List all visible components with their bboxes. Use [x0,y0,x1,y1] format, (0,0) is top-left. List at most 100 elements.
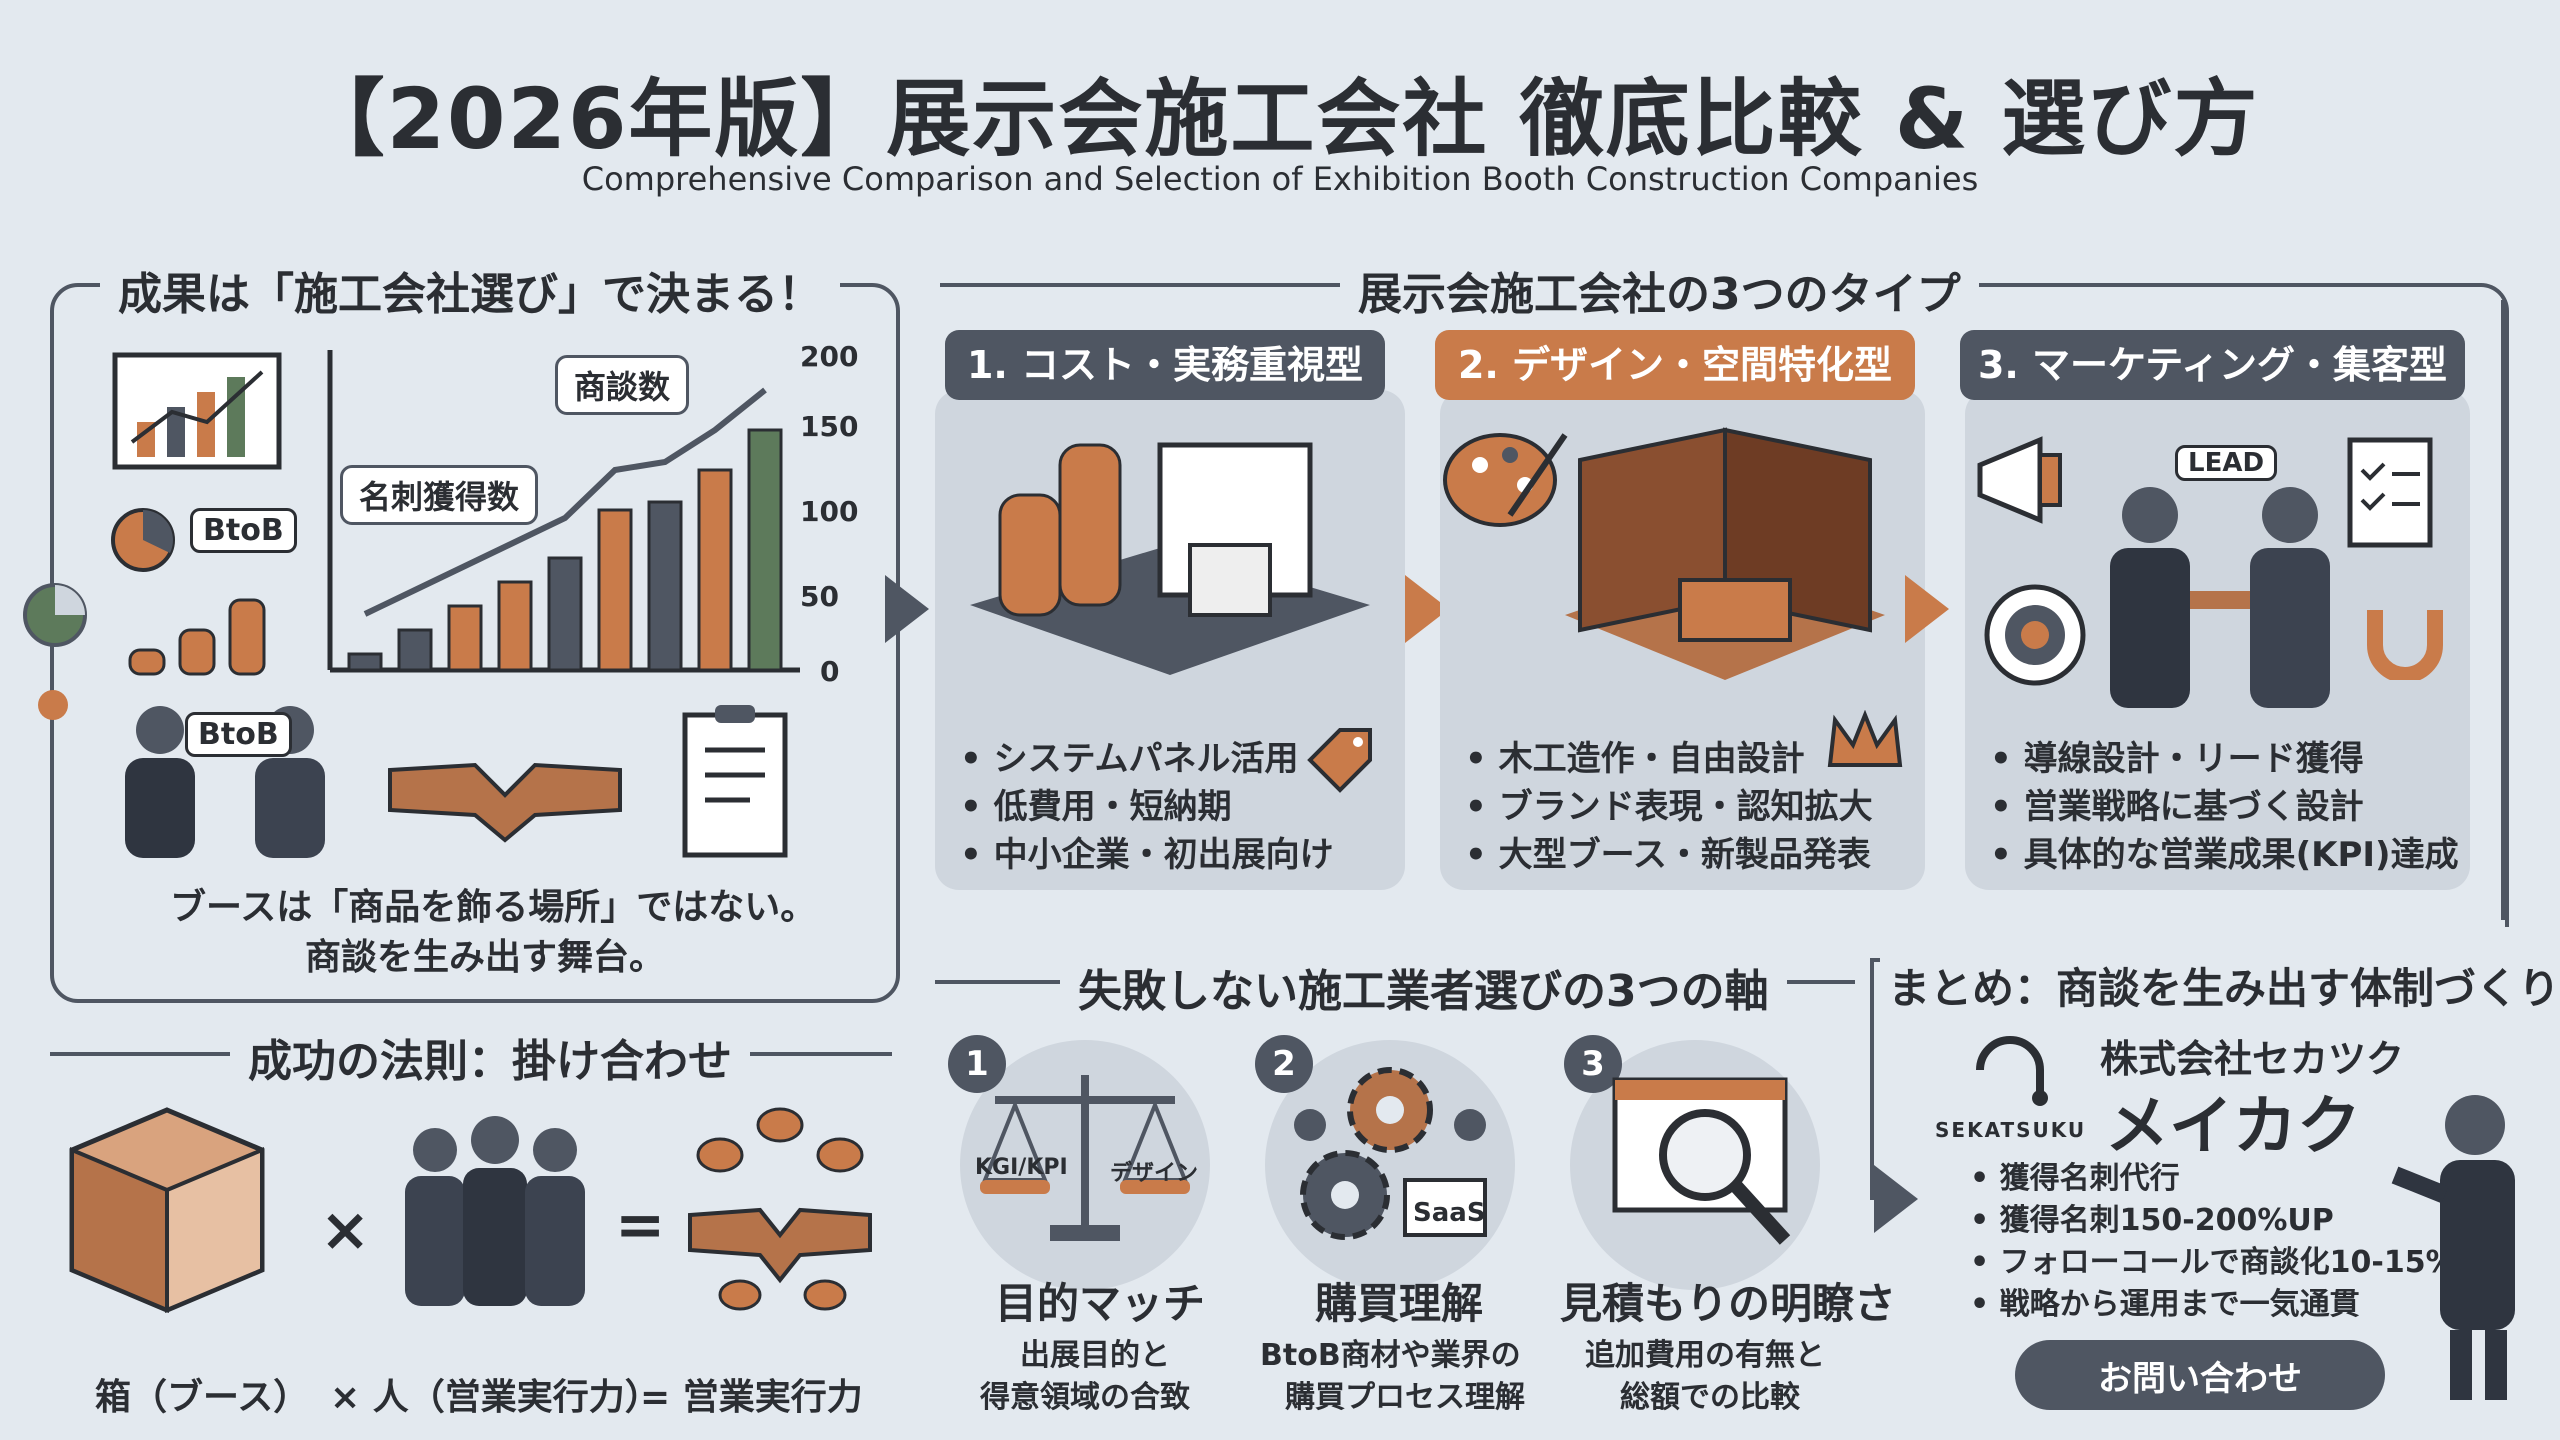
axis-2-desc-2: 購買プロセス理解 [1285,1380,1525,1415]
equals-operator: = [615,1190,666,1260]
times-operator: × [320,1195,371,1265]
term-result: = 営業実行力 [640,1377,863,1418]
summary-bullet-1: 獲得名刺代行 [1970,1158,2456,1200]
timeline-pie-icon [20,580,90,650]
magnifier-document-icon [1610,1075,1820,1255]
axis-1-title: 目的マッチ [995,1279,1206,1328]
flow-arrow-2-3 [1905,575,1949,643]
summary-arrow [1874,1165,1918,1233]
page-subtitle: Comprehensive Comparison and Selection o… [581,160,1979,198]
type-design-bullet-1: 木工造作・自由設計 [1465,735,1873,783]
types-frame-right [2501,300,2505,920]
scale-tag-left: KGI/KPI [975,1155,1068,1180]
type-cost-bullet-1: システムパネル活用 [960,735,1334,783]
scale-tag-right: デザイン [1110,1161,1199,1186]
performance-chart [310,340,830,690]
scale-icon [975,1060,1195,1250]
contract-icon [660,705,810,865]
team-icon [385,1110,605,1310]
report-chart-icon [112,352,282,470]
logo-text: SEKATSUKU [1935,1118,2087,1142]
chart-bar-6 [597,508,633,672]
summary-bullet-2: 獲得名刺150-200%UP [1970,1200,2456,1242]
type-design-bullet-3: 大型ブース・新製品発表 [1465,831,1873,879]
y-tick-100: 100 [800,495,859,528]
timeline-dot [38,690,68,720]
chart-bar-9 [747,428,783,672]
megaphone-icon [1970,430,2090,530]
btob-badge-top: BtoB [190,508,297,553]
types-heading: 展示会施工会社の3つのタイプ [1340,258,1979,322]
flow-arrow-left [885,575,929,643]
caption-line-1: ブースは「商品を飾る場所」ではない。 [170,887,817,928]
summary-bullets: 獲得名刺代行 獲得名刺150-200%UP フォローコールで商談化10-15% … [1970,1158,2456,1326]
type-design-bullet-2: ブランド表現・認知拡大 [1465,783,1873,831]
magnet-icon [2360,600,2450,680]
axis-3-desc-2: 総額での比較 [1620,1380,1800,1415]
formula-heading: 成功の法則：掛け合わせ [230,1025,750,1089]
summary-connector [1870,960,1874,1200]
type-cost-bullet-2: 低費用・短納期 [960,783,1334,831]
y-tick-0: 0 [820,655,840,688]
company-name: 株式会社セカツク [2100,1037,2405,1081]
handshake-people-icon [2080,480,2360,710]
term-box: 箱（ブース） [95,1377,310,1418]
y-tick-200: 200 [800,340,859,373]
coin-stack-icon [120,580,280,680]
type-cost-bullet-3: 中小企業・初出展向け [960,831,1334,879]
summary-bullet-3: フォローコールで商談化10-15% [1970,1242,2456,1284]
type-pill-design: 2. デザイン・空間特化型 [1435,330,1915,400]
wood-booth-icon [1560,420,1890,690]
trend-line [363,387,767,617]
caption-line-2: 商談を生み出す舞台。 [305,937,666,978]
chart-bar-2 [397,628,433,672]
type-pill-cost: 1. コスト・実務重視型 [945,330,1385,400]
chart-y-ticks: 200 150 100 50 0 [800,340,860,688]
pie-chart-icon [108,505,178,575]
y-tick-50: 50 [800,580,839,613]
presenter-icon [2385,1085,2545,1405]
axis-1-desc-2: 得意領域の合致 [980,1380,1190,1415]
type-design-bullets: 木工造作・自由設計 ブランド表現・認知拡大 大型ブース・新製品発表 [1465,735,1873,879]
type-marketing-bullets: 導線設計・リード獲得 営業戦略に基づく設計 具体的な営業成果(KPI)達成 [1990,735,2459,879]
axis-1-desc-1: 出展目的と [1020,1338,1170,1373]
btob-badge-people: BtoB [185,712,292,757]
contact-button[interactable]: お問い合わせ [2015,1340,2385,1410]
axis-3-title: 見積もりの明瞭さ [1560,1279,1897,1328]
sekatsuku-logo-icon [1960,1020,2070,1110]
chart-bar-4 [497,580,533,672]
system-booth-icon [960,425,1380,685]
checklist-icon [2340,430,2450,550]
type-marketing-bullet-1: 導線設計・リード獲得 [1990,735,2459,783]
summary-heading: まとめ：商談を生み出す体制づくりを [1880,955,2560,1016]
chart-bar-3 [447,604,483,672]
axis-2-desc-1: BtoB商材や業界の [1260,1338,1521,1373]
deal-coins-icon [680,1105,880,1315]
gears-icon [1280,1055,1500,1255]
chart-bar-7 [647,500,683,672]
page-title: 【2026年版】展示会施工会社 徹底比較 & 選び方 [300,70,2260,168]
target-icon [1980,580,2090,690]
booth-icon [62,1100,272,1320]
chart-bar-8 [697,468,733,672]
axes-heading: 失敗しない施工業者選びの3つの軸 [1060,955,1787,1019]
chart-label-cards: 名刺獲得数 [340,465,539,525]
chart-label-meetings: 商談数 [555,355,690,415]
type-cost-bullets: システムパネル活用 低費用・短納期 中小企業・初出展向け [960,735,1334,879]
palette-icon [1440,425,1570,535]
axis-2-number: 2 [1255,1035,1313,1093]
type-marketing-bullet-3: 具体的な営業成果(KPI)達成 [1990,831,2459,879]
type-marketing-bullet-2: 営業戦略に基づく設計 [1990,783,2459,831]
axis-1-number: 1 [948,1035,1006,1093]
handshake-icon [385,740,625,850]
axis-3-number: 3 [1564,1035,1622,1093]
type-pill-marketing: 3. マーケティング・集客型 [1960,330,2465,400]
crown-icon [1825,710,1905,770]
chart-bar-5 [547,556,583,672]
summary-bullet-4: 戦略から運用まで一気通貫 [1970,1284,2456,1326]
axis-3-desc-1: 追加費用の有無と [1585,1338,1825,1373]
y-tick-150: 150 [800,410,859,443]
chart-bar-1 [347,652,383,672]
lead-badge: LEAD [2175,445,2278,481]
left-panel-heading: 成果は「施工会社選び」で決まる！ [100,258,840,322]
